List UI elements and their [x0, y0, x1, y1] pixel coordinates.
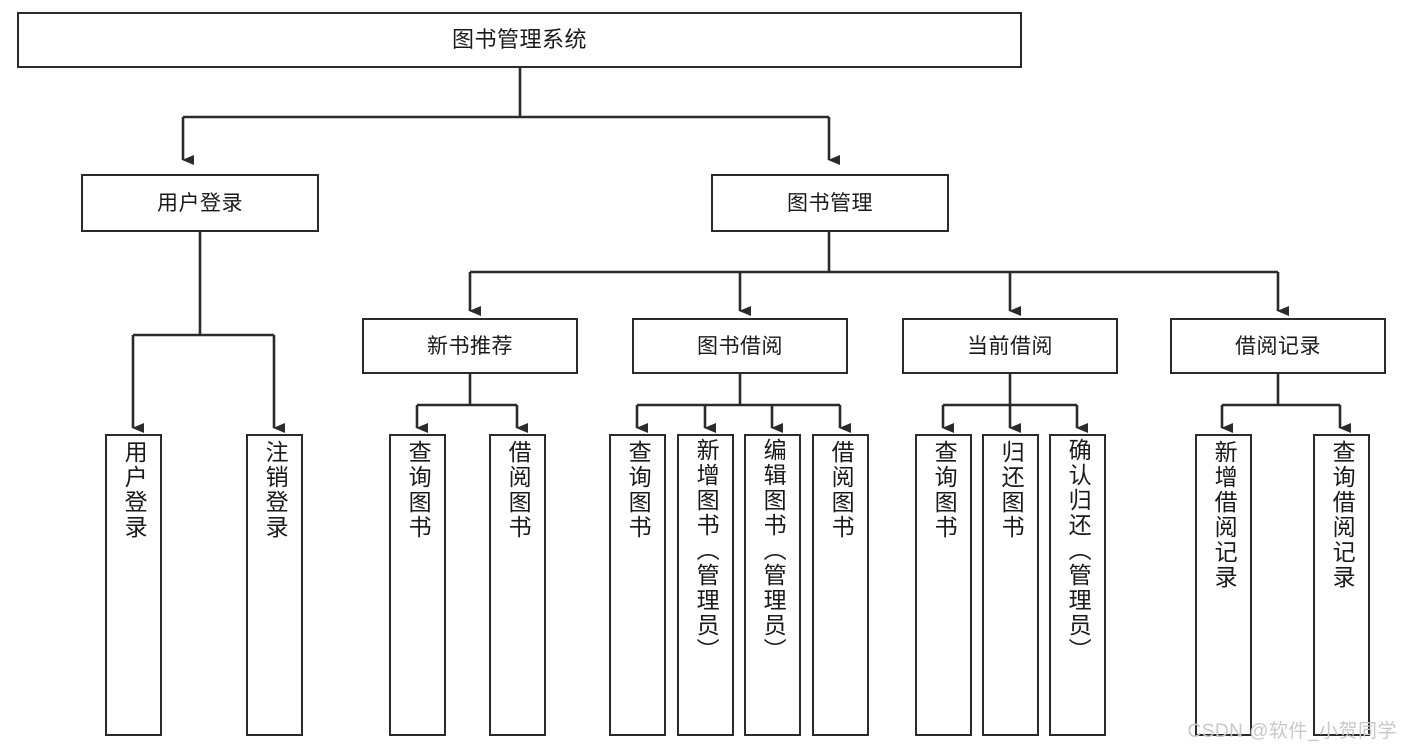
node-label: 新增图书（管理员）: [693, 438, 720, 663]
node-book-borrow[interactable]: 图书借阅: [632, 318, 848, 374]
leaf-current-return-book[interactable]: 归还图书: [982, 434, 1039, 736]
node-label: 借阅记录: [1235, 334, 1321, 358]
node-label: 新书推荐: [427, 334, 513, 358]
leaf-new-book-query[interactable]: 查询图书: [389, 434, 446, 736]
node-label: 新增借阅记录: [1211, 440, 1238, 590]
node-label: 查询借阅记录: [1329, 440, 1356, 590]
node-label: 查询图书: [625, 440, 652, 540]
leaf-borrow-add-book-admin[interactable]: 新增图书（管理员）: [677, 434, 734, 736]
node-label: 用户登录: [121, 440, 148, 540]
node-label: 确认归还（管理员）: [1065, 438, 1092, 663]
leaf-current-confirm-return-admin[interactable]: 确认归还（管理员）: [1049, 434, 1106, 736]
node-label: 注销登录: [262, 440, 289, 540]
node-label: 当前借阅: [967, 334, 1053, 358]
leaf-borrow-edit-book-admin[interactable]: 编辑图书（管理员）: [744, 434, 801, 736]
node-label: 用户登录: [157, 191, 243, 215]
node-user-login[interactable]: 用户登录: [81, 174, 319, 232]
node-root-system[interactable]: 图书管理系统: [17, 12, 1022, 68]
node-label: 归还图书: [998, 440, 1025, 540]
node-borrow-records[interactable]: 借阅记录: [1170, 318, 1386, 374]
leaf-user-login-login[interactable]: 用户登录: [105, 434, 162, 736]
node-label: 图书管理系统: [451, 27, 587, 52]
node-label: 图书管理: [787, 191, 873, 215]
node-label: 图书借阅: [697, 334, 783, 358]
node-new-book-recommend[interactable]: 新书推荐: [362, 318, 578, 374]
leaf-records-query-record[interactable]: 查询借阅记录: [1313, 434, 1370, 736]
node-label: 编辑图书（管理员）: [760, 438, 787, 663]
node-label: 借阅图书: [505, 440, 532, 540]
node-label: 查询图书: [405, 440, 432, 540]
leaf-user-login-logout[interactable]: 注销登录: [246, 434, 303, 736]
leaf-records-add-record[interactable]: 新增借阅记录: [1195, 434, 1252, 736]
leaf-current-query-book[interactable]: 查询图书: [915, 434, 972, 736]
leaf-borrow-query-book[interactable]: 查询图书: [609, 434, 666, 736]
node-current-borrow[interactable]: 当前借阅: [902, 318, 1118, 374]
watermark-text: CSDN @软件_小贺同学: [1187, 721, 1397, 742]
leaf-borrow-borrow-book[interactable]: 借阅图书: [812, 434, 869, 736]
leaf-new-book-borrow[interactable]: 借阅图书: [489, 434, 546, 736]
node-label: 查询图书: [931, 440, 958, 540]
node-label: 借阅图书: [828, 440, 855, 540]
node-book-management[interactable]: 图书管理: [711, 174, 949, 232]
